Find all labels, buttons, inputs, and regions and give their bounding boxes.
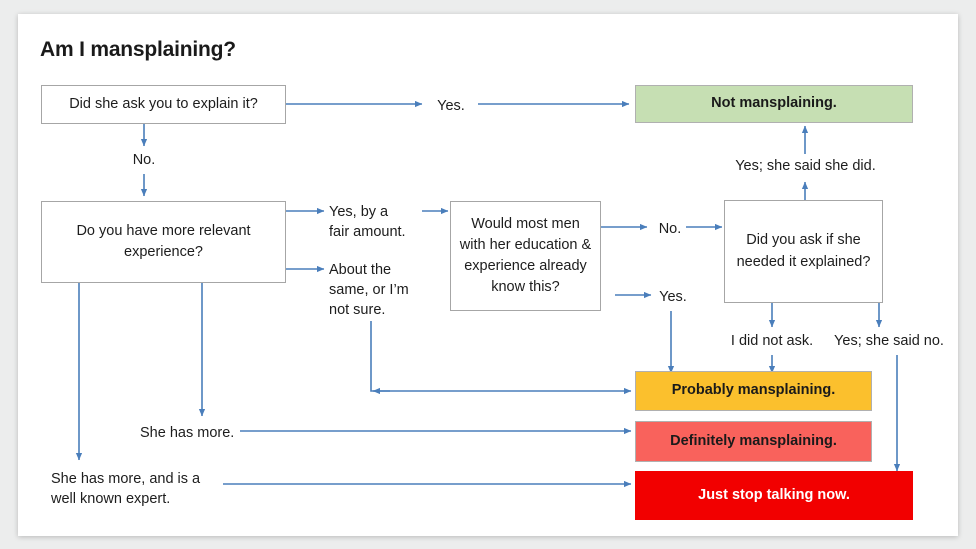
page-title: Am I mansplaining? (40, 38, 236, 61)
flowchart-canvas: Am I mansplaining? (18, 14, 958, 536)
question-text: Do you have more relevant experience? (76, 222, 251, 260)
question-node-most-men-know[interactable]: Would most men with her education & expe… (450, 201, 601, 311)
question-text: Did she ask you to explain it? (69, 95, 258, 112)
result-text: Not mansplaining. (711, 95, 837, 112)
question-text: Would most men with her education & expe… (459, 215, 592, 296)
edge-label-she-has-more: She has more. (140, 425, 235, 441)
question-node-did-you-ask[interactable]: Did you ask if she needed it explained? (724, 200, 883, 303)
result-text: Probably mansplaining. (671, 382, 836, 399)
question-node-asked-to-explain[interactable]: Did she ask you to explain it? (41, 85, 286, 124)
edge-label-no-down: No. (132, 152, 156, 168)
result-node-just-stop-talking[interactable]: Just stop talking now. (635, 471, 913, 520)
edge-label-yes-top: Yes. (437, 98, 465, 114)
question-text: Did you ask if she needed it explained? (736, 232, 871, 270)
edge-label-no-most-men: No. (658, 221, 682, 237)
result-node-definitely-mansplaining[interactable]: Definitely mansplaining. (635, 421, 872, 462)
result-node-not-mansplaining[interactable]: Not mansplaining. (635, 85, 913, 123)
result-text: Just stop talking now. (698, 486, 850, 503)
edge-label-yes-she-said-she-did: Yes; she said she did. (735, 158, 876, 174)
edge-label-about-the-same: About the same, or I’m not sure. (329, 262, 409, 318)
result-node-probably-mansplaining[interactable]: Probably mansplaining. (635, 371, 872, 411)
result-text: Definitely mansplaining. (670, 432, 837, 449)
edge-label-she-has-more-expert: She has more, and is a well known expert… (51, 471, 201, 507)
flowchart-card: Am I mansplaining? (18, 14, 958, 536)
edge-label-yes-fair-amount: Yes, by a fair amount. (329, 204, 406, 240)
edge-label-yes-most-men: Yes. (659, 289, 687, 305)
edge-label-i-did-not-ask: I did not ask. (730, 333, 814, 349)
edge-label-yes-she-said-no: Yes; she said no. (834, 333, 944, 349)
question-node-more-experience[interactable]: Do you have more relevant experience? (41, 201, 286, 283)
